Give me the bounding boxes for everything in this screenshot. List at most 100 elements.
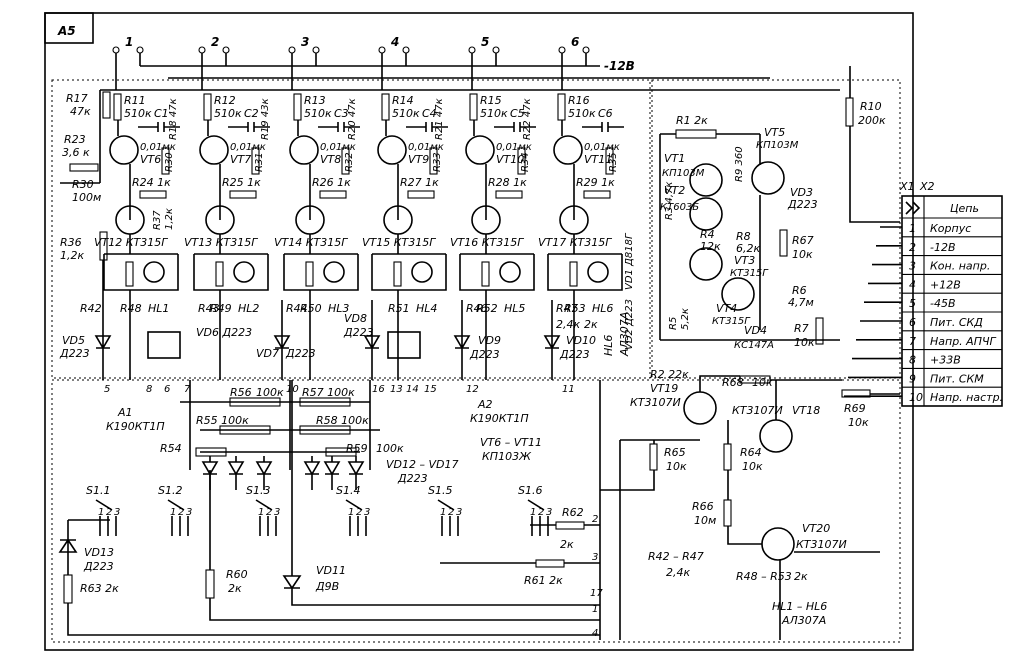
capacitor — [318, 122, 360, 132]
vt2-transistor — [689, 197, 723, 231]
gate-resistor-label: R31 — [254, 152, 265, 172]
vd9-value: Д223 — [469, 348, 500, 361]
switch-contact-number: 2 — [178, 507, 184, 518]
led-frame — [459, 234, 535, 291]
power-block: R1 2к VT1 КП103М VT2 КТ603Б VT5 КП103М R… — [624, 66, 900, 381]
led-indicator — [411, 261, 433, 283]
r60-resistor — [205, 569, 215, 599]
r64-resistor — [723, 443, 732, 471]
led-indicator — [233, 261, 255, 283]
driver-block: VT19 КТ3107И R68 10к КТ3107И VT18 R69 10… — [600, 375, 900, 640]
capacitor — [406, 122, 448, 132]
cap-label: C4 — [422, 107, 437, 120]
r4853-value: 2к — [794, 570, 808, 583]
terminal-pin — [582, 46, 590, 54]
diode-symbol — [543, 300, 561, 380]
connector-pin-8: 8 — [909, 354, 916, 367]
vd8-value: Д223 — [343, 326, 374, 339]
terminal-label-2: 2 — [211, 35, 219, 49]
terminal-wire — [201, 53, 227, 90]
terminal-label-6: 6 — [571, 35, 579, 49]
led-label: HL4 — [416, 302, 437, 315]
a2-label: A2 — [477, 398, 493, 411]
cap-label: C5 — [510, 107, 525, 120]
top-resistor — [293, 93, 302, 121]
top-resistor-label: R12 — [214, 94, 236, 107]
top-resistor-value: 510к — [480, 107, 508, 120]
top-resistor-value: 510к — [392, 107, 420, 120]
top-resistor-value: 510к — [568, 107, 596, 120]
cap-value: 0,01мк — [230, 142, 266, 153]
top-resistor-value: 510к — [214, 107, 242, 120]
terminal-wire — [471, 53, 497, 90]
x2-label: X2 — [919, 180, 935, 193]
connector-signal-4: +12В — [930, 278, 961, 291]
pin-12: 12 — [466, 384, 479, 395]
emit-resistor-label: R28 1к — [488, 176, 527, 189]
gate-resistor — [161, 147, 170, 175]
r7-value: 10к — [794, 336, 815, 349]
led-resistor-label: R50 — [300, 302, 322, 315]
r30-label: R30 — [72, 178, 94, 191]
terminal-pin — [112, 46, 120, 54]
r30-wire — [60, 90, 101, 184]
capacitor — [138, 122, 180, 132]
connector-signal-6: Пит. СКД — [930, 316, 983, 329]
r57-resistor — [299, 397, 351, 407]
r4-value: 12к — [700, 240, 721, 253]
r23-value: 3,6 к — [62, 146, 90, 159]
switch-contact-number: 1 — [348, 507, 354, 518]
terminal-wire — [291, 53, 317, 90]
led-indicator — [143, 261, 165, 283]
r69-value: 10к — [848, 416, 869, 429]
r59-value: 100к — [376, 442, 404, 455]
connector-table-frame — [901, 195, 1003, 407]
switch-symbol — [167, 499, 189, 536]
vd8-label: VD8 — [344, 312, 367, 325]
cap-label: C2 — [244, 107, 259, 120]
fet-transistor — [553, 135, 583, 165]
top-resistor-label: R13 — [304, 94, 326, 107]
hl6-label: HL6 — [602, 335, 615, 356]
a2-chip — [387, 331, 421, 359]
switch-label-s5: S1.5 — [428, 484, 452, 497]
r10-wire — [849, 66, 900, 223]
r10-label: R10 — [860, 100, 882, 113]
dashed-block-top — [51, 79, 651, 379]
r53-value: 2к — [584, 318, 598, 331]
pin-13: 13 — [390, 384, 403, 395]
vt4-transistor — [721, 277, 755, 311]
emit-resistor — [319, 190, 347, 199]
r67-value: 10к — [792, 248, 813, 261]
vt3-transistor — [689, 247, 723, 281]
cap-value: 0,01мк — [496, 142, 532, 153]
emit-resistor — [139, 190, 167, 199]
vd11-value: Д9В — [315, 580, 339, 593]
diode-symbol — [303, 456, 321, 490]
vd7-value: Д223 — [285, 347, 316, 360]
led-indicator — [499, 261, 521, 283]
module-label-box — [44, 12, 94, 44]
switch-symbol — [95, 499, 117, 536]
led-indicator — [587, 261, 609, 283]
diode-symbol — [273, 300, 291, 380]
r18-label: R18 47к — [168, 98, 179, 140]
gate-resistor-label: R33 — [432, 152, 443, 172]
connector-signal-3: Кон. напр. — [930, 260, 990, 273]
r8-label: R8 — [736, 230, 751, 243]
r6-label: R6 — [792, 284, 807, 297]
capacitor — [494, 122, 536, 132]
r1-resistor — [675, 129, 717, 139]
led-resistor — [481, 261, 490, 287]
r62-resistor — [555, 521, 585, 530]
connector-signal-1: Корпус — [930, 222, 971, 235]
r54-label: R54 — [160, 442, 182, 455]
terminal-wire — [115, 53, 141, 90]
vt5-transistor — [751, 161, 785, 195]
vt3-value: КТ315Г — [730, 268, 769, 279]
vt5-value: КП103М — [756, 140, 799, 151]
